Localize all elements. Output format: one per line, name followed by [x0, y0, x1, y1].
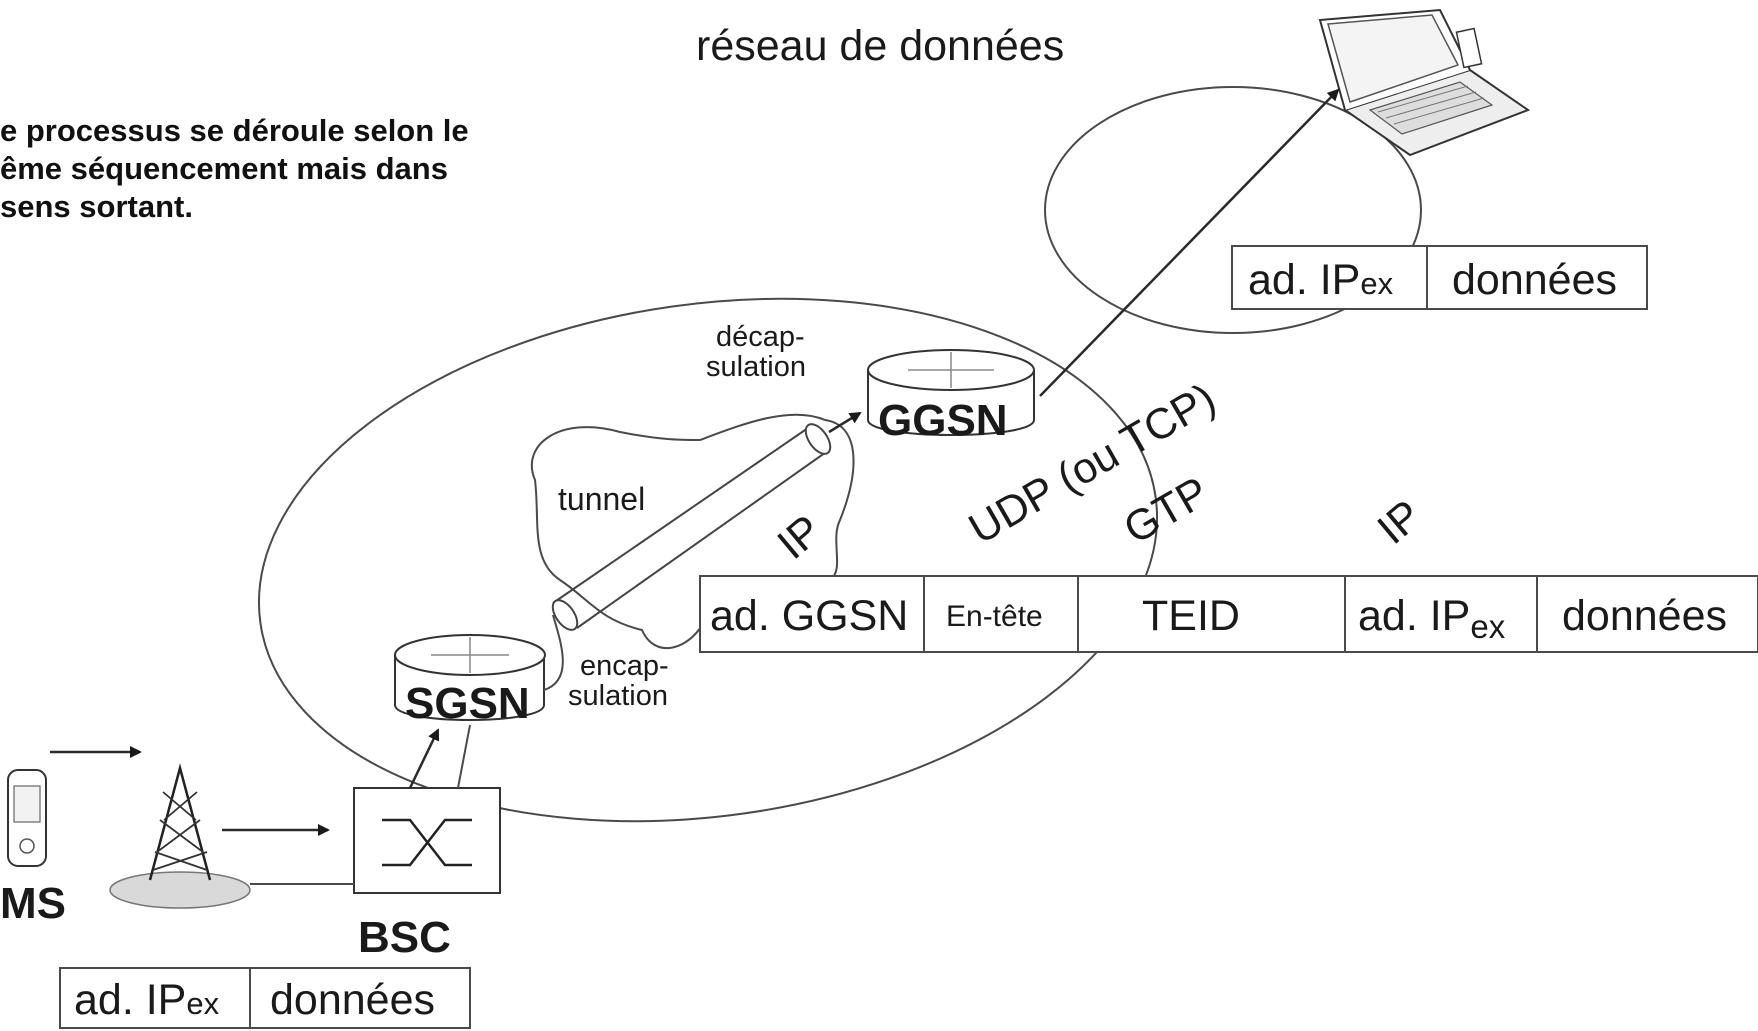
decap-label-2: sulation: [706, 351, 806, 383]
data-network-ellipse: [1044, 86, 1422, 334]
packet-bottom: ad. IPex données: [59, 967, 471, 1029]
arrow-tunnel-to-ggsn: [828, 411, 862, 434]
encap-label-2: sulation: [568, 680, 668, 712]
gtp-label: GTP: [1116, 468, 1217, 554]
packet-main-header: En-tête: [946, 600, 1043, 633]
mobile-phone-icon: [7, 769, 47, 867]
packet-main: ad. GGSN En-tête TEID ad. IPex données: [699, 575, 1758, 653]
caption: e processus se déroule selon le ême séqu…: [0, 112, 560, 226]
tunnel-label: tunnel: [558, 481, 645, 517]
bsc-switch-icon: [353, 787, 501, 894]
ggsn-label: GGSN: [878, 396, 1008, 445]
packet-bottom-addr: ad. IPex: [74, 976, 220, 1024]
bsc-label: BSC: [358, 913, 451, 962]
sgsn-to-tunnel-line: [543, 614, 564, 691]
decap-label-1: décap-: [716, 321, 805, 353]
ms-label: MS: [0, 879, 66, 928]
packet-top-addr: ad. IPex: [1248, 256, 1394, 304]
encap-label-1: encap-: [580, 650, 669, 682]
bsc-sgsn-line: [457, 724, 471, 789]
tunnel-cloud: [530, 413, 855, 649]
data-network-label: réseau de données: [696, 22, 1064, 70]
ip-left-label: IP: [769, 506, 831, 569]
arrow-ggsn-to-laptop: [1039, 88, 1340, 397]
tunnel-pipe: [551, 423, 832, 631]
packet-main-payload: données: [1562, 592, 1727, 640]
ip-right-label: IP: [1369, 491, 1431, 554]
packet-main-addr-ggsn: ad. GGSN: [710, 592, 908, 640]
ggsn-router-icon: [867, 349, 1035, 436]
caption-line-1: e processus se déroule selon le: [0, 113, 469, 148]
packet-main-teid: TEID: [1142, 592, 1240, 640]
laptop-icon: [1318, 8, 1531, 157]
sgsn-router-icon: [394, 634, 546, 721]
caption-line-2: ême séquencement mais dans: [0, 151, 448, 186]
sgsn-label: SGSN: [405, 679, 530, 728]
caption-line-3: sens sortant.: [0, 189, 193, 224]
packet-bottom-payload: données: [270, 976, 435, 1024]
core-network-ellipse: [257, 297, 1159, 823]
packet-main-addr: ad. IPex: [1358, 592, 1506, 645]
arrow-bsc-to-sgsn: [408, 728, 440, 789]
antenna-tower-icon: [109, 763, 251, 909]
packet-top: ad. IPex données: [1231, 245, 1648, 310]
packet-top-payload: données: [1452, 256, 1617, 304]
